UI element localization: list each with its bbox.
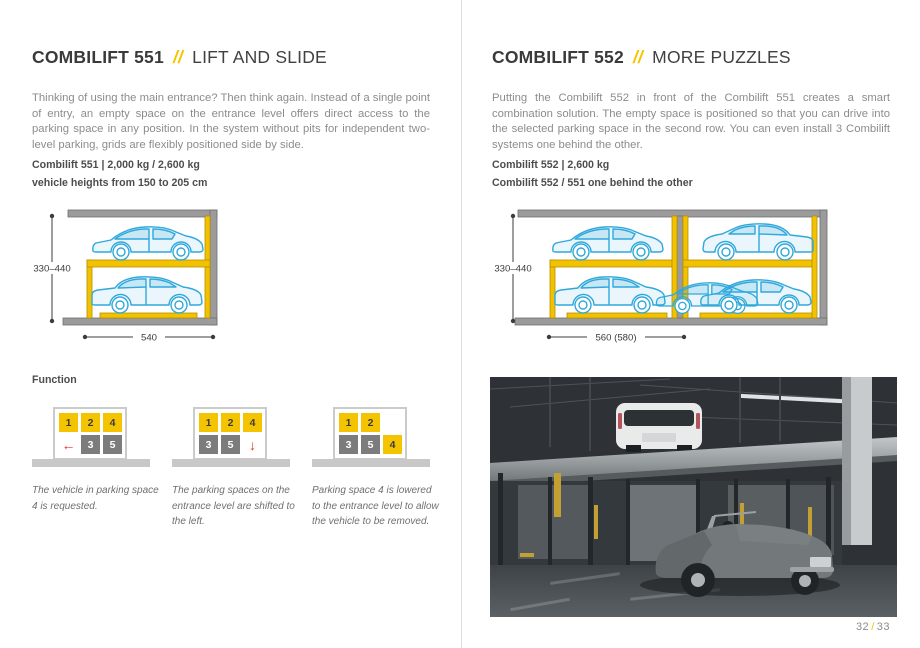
steel-posts (498, 473, 831, 569)
title-product-552: COMBILIFT 552 (492, 47, 624, 67)
width-dimension-label: 560 (580) (595, 333, 636, 344)
height-dimension: 330–440 (31, 213, 74, 324)
width-dimension: 540 (82, 331, 216, 344)
ground-bar (312, 459, 430, 467)
column-shade (842, 377, 851, 545)
page-number: 32/33 (856, 621, 890, 633)
parking-space-cell: 1 (339, 413, 358, 432)
parking-space-cell: 3 (199, 435, 218, 454)
page-title-552: COMBILIFT 552 // MORE PUZZLES (492, 47, 791, 68)
function-caption-3: Parking space 4 is lowered to the entran… (312, 485, 439, 527)
page-divider (461, 0, 462, 648)
garage-photo (490, 377, 897, 617)
lift-platforms (549, 215, 818, 319)
page-number-separator: / (871, 621, 875, 633)
parking-space-cell: 3 (81, 435, 100, 454)
title-product-551: COMBILIFT 551 (32, 47, 164, 67)
intro-paragraph-551: Thinking of using the main entrance? The… (32, 92, 430, 151)
width-dimension: 560 (580) (546, 331, 687, 344)
spec-capacity-552: Combilift 552 | 2,600 kg (492, 159, 610, 171)
spec-heights-551: vehicle heights from 150 to 205 cm (32, 176, 208, 189)
page-title-551: COMBILIFT 551 // LIFT AND SLIDE (32, 47, 327, 68)
page-number-left: 32 (855, 621, 870, 633)
parking-space-cell: 4 (383, 435, 402, 454)
page-number-right: 33 (876, 621, 890, 633)
spec-combination-552: Combilift 552 / 551 one behind the other (492, 176, 693, 189)
parking-space-cell: 1 (59, 413, 78, 432)
parking-space-cell: 3 (339, 435, 358, 454)
upper-frame-posts (549, 377, 781, 451)
title-subtitle-551: LIFT AND SLIDE (192, 47, 327, 67)
parking-space-cell (383, 413, 402, 432)
shift-arrow-icon: ← (61, 436, 76, 453)
parking-space-cell: 5 (361, 435, 380, 454)
parking-space-cell: 2 (221, 413, 240, 432)
shift-arrow-icon: ↓ (249, 436, 256, 453)
title-subtitle-552: MORE PUZZLES (652, 47, 791, 67)
width-dimension-label: 540 (141, 333, 157, 344)
spec-lines-552: Combilift 552 | 2,600 kg Combilift 552 /… (492, 157, 693, 192)
function-heading: Function (32, 374, 77, 386)
lift-platforms (86, 215, 211, 319)
spec-capacity-551: Combilift 551 | 2,000 kg / 2,600 kg (32, 159, 200, 171)
car-upper-bay1-icon (552, 226, 664, 261)
ceiling-light (739, 393, 861, 405)
parking-space-cell: 4 (243, 413, 262, 432)
spec-lines-551: Combilift 551 | 2,000 kg / 2,600 kg vehi… (32, 157, 207, 192)
title-slashes-icon: // (632, 47, 644, 67)
ground-bar (32, 459, 150, 467)
photo-upper-suv (616, 403, 702, 452)
parking-space-cell: 5 (103, 435, 122, 454)
parking-space-cell: 2 (361, 413, 380, 432)
parking-space-cell: 1 (199, 413, 218, 432)
intro-paragraph-552: Putting the Combilift 552 in front of th… (492, 92, 890, 151)
height-dimension-label: 330–440 (494, 264, 531, 275)
parking-space-cell: 2 (81, 413, 100, 432)
height-dimension-label: 330–440 (33, 264, 70, 275)
car-upper-level-icon (92, 226, 204, 261)
parking-diagram-552: 330–440 560 (580) (492, 209, 828, 344)
parking-space-cell: 4 (103, 413, 122, 432)
function-caption-1: The vehicle in parking space 4 is reques… (32, 485, 159, 512)
photo-classic-convertible (655, 511, 834, 597)
ground-bar (172, 459, 290, 467)
parking-diagram-551: 330–440 540 (31, 209, 218, 344)
car-entrance-level-icon (91, 276, 203, 314)
car-upper-bay2-icon (702, 223, 814, 261)
height-dimension: 330–440 (492, 213, 535, 324)
lift-platform-beam (490, 437, 897, 483)
function-caption-2: The parking spaces on the entrance level… (172, 485, 295, 527)
title-slashes-icon: // (172, 47, 184, 67)
parking-space-cell: 5 (221, 435, 240, 454)
car-lower-bay1-icon (554, 276, 666, 314)
